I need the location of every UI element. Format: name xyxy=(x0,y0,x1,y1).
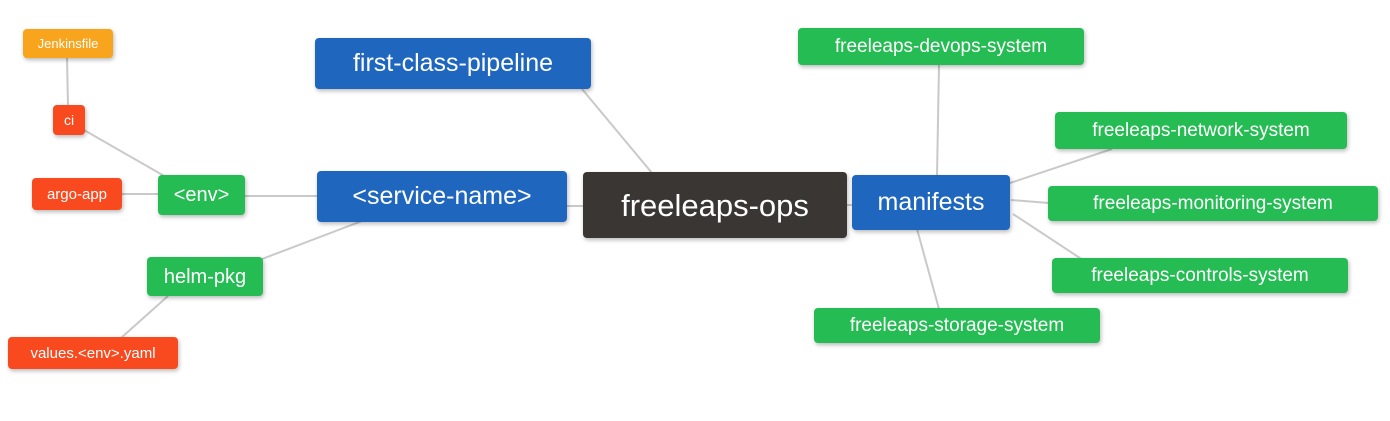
node-first-class-pipeline[interactable]: first-class-pipeline xyxy=(315,38,591,89)
node-jenkinsfile[interactable]: Jenkinsfile xyxy=(23,29,113,58)
node-label: freeleaps-ops xyxy=(621,187,809,223)
node-freeleaps-network-system[interactable]: freeleaps-network-system xyxy=(1055,112,1347,149)
edge-service-name-helm-pkg xyxy=(261,220,363,260)
edge-jenkinsfile-ci xyxy=(66,57,69,107)
node-label: Jenkinsfile xyxy=(37,36,99,51)
node-label: <env> xyxy=(173,184,230,206)
node-label: argo-app xyxy=(46,185,108,203)
node-helm-pkg[interactable]: helm-pkg xyxy=(147,257,263,296)
node-manifests[interactable]: manifests xyxy=(852,175,1010,230)
node-label: freeleaps-controls-system xyxy=(1091,265,1309,286)
node-label: helm-pkg xyxy=(163,265,247,288)
node-label: first-class-pipeline xyxy=(352,49,554,77)
node-freeleaps-devops-system[interactable]: freeleaps-devops-system xyxy=(798,28,1084,65)
edge-manifests-freeleaps-storage-system xyxy=(916,228,940,310)
node-values-env-yaml[interactable]: values.<env>.yaml xyxy=(8,337,178,369)
node-service-name[interactable]: <service-name> xyxy=(317,171,567,222)
edge-helm-pkg-values-env-yaml xyxy=(120,295,169,339)
node-argo-app[interactable]: argo-app xyxy=(32,178,122,210)
node-ci[interactable]: ci xyxy=(53,105,85,135)
edge-first-class-pipeline-freeleaps-ops xyxy=(581,88,653,174)
node-label: freeleaps-monitoring-system xyxy=(1093,193,1333,214)
edge-manifests-freeleaps-devops-system xyxy=(936,64,940,177)
node-freeleaps-monitoring-system[interactable]: freeleaps-monitoring-system xyxy=(1048,186,1378,221)
node-label: freeleaps-network-system xyxy=(1092,120,1310,141)
node-freeleaps-storage-system[interactable]: freeleaps-storage-system xyxy=(814,308,1100,343)
edge-manifests-freeleaps-network-system xyxy=(1009,148,1113,184)
node-env[interactable]: <env> xyxy=(158,175,245,215)
node-freeleaps-controls-system[interactable]: freeleaps-controls-system xyxy=(1052,258,1348,293)
node-freeleaps-ops[interactable]: freeleaps-ops xyxy=(583,172,847,238)
node-label: freeleaps-storage-system xyxy=(849,315,1065,336)
node-label: freeleaps-devops-system xyxy=(834,36,1048,57)
node-label: manifests xyxy=(877,188,985,216)
node-label: <service-name> xyxy=(352,182,532,210)
node-label: ci xyxy=(63,112,75,128)
edge-manifests-freeleaps-controls-system xyxy=(1012,213,1087,263)
edge-manifests-freeleaps-monitoring-system xyxy=(1010,199,1050,204)
node-label: values.<env>.yaml xyxy=(30,344,156,362)
edge-ci-env xyxy=(83,129,167,178)
